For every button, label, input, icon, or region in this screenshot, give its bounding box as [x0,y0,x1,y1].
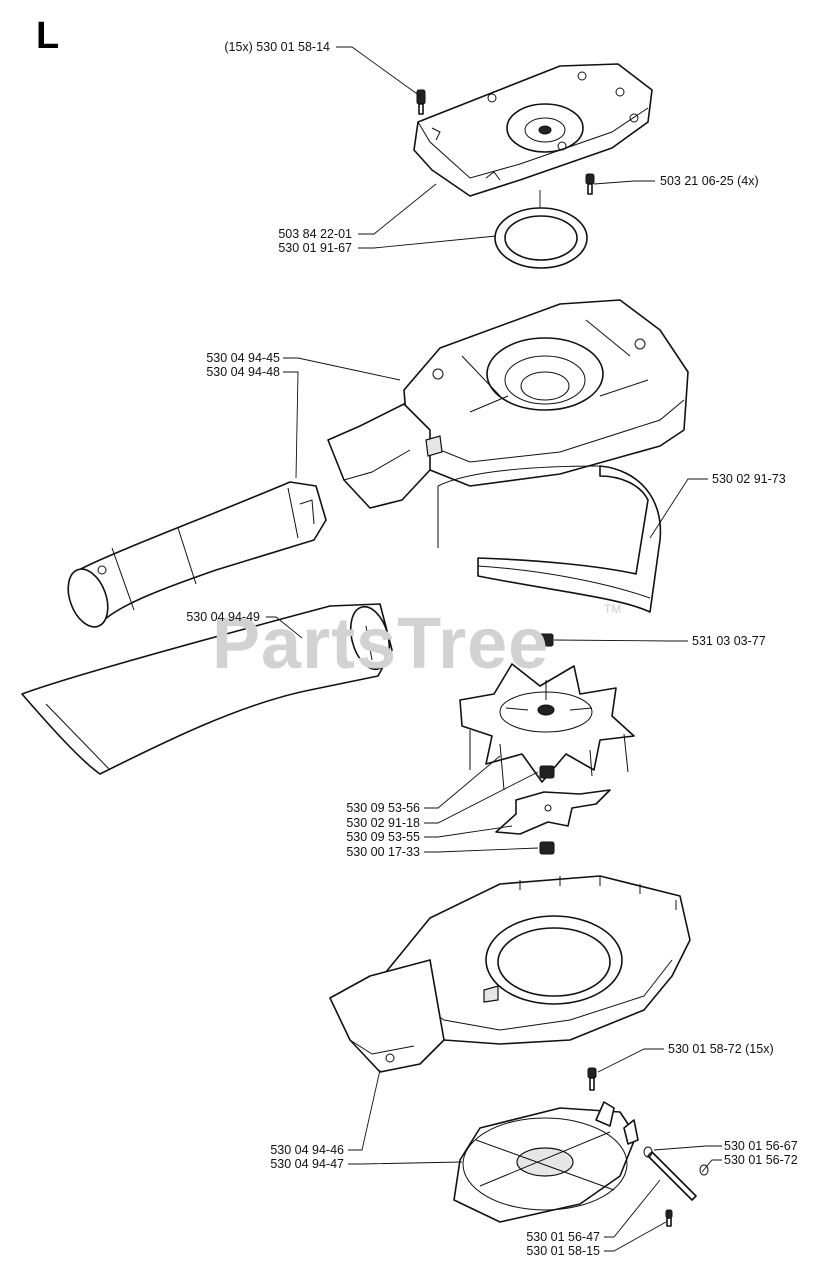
seal-ring [494,207,588,269]
nut-top [538,633,554,647]
label-seal-ring: 530 01 91-67 [278,241,352,255]
pin [643,1146,709,1201]
small-screw [665,1209,673,1227]
label-spacer: 530 09 53-56 [346,801,420,815]
label-tube-b: 530 04 94-48 [206,365,280,379]
label-pin-b: 530 01 56-72 [724,1153,798,1167]
section-letter: L [36,15,60,57]
leader-lines [266,46,722,1252]
spacer [539,765,555,779]
label-tube-a: 530 04 94-45 [206,351,280,365]
cover-plate [413,63,653,197]
screw-lower [587,1067,597,1091]
label-cover: 503 84 22-01 [278,227,352,241]
label-screw-15x-bottom: 530 01 58-72 (15x) [668,1042,774,1056]
label-housing-a: 530 04 94-46 [270,1143,344,1157]
label-housing-b: 530 04 94-47 [270,1157,344,1171]
blade [495,789,611,835]
label-screw-4x: 503 21 06-25 (4x) [660,174,759,188]
label-band: 530 02 91-73 [712,472,786,486]
watermark: PartsTree [212,604,550,684]
label-blade: 530 09 53-55 [346,830,420,844]
screw-top-left [416,89,426,115]
label-nut-bottom: 530 00 17-33 [346,845,420,859]
nut-bottom [539,841,555,855]
nozzle [21,603,393,775]
band [477,465,662,613]
label-fan: 530 02 91-18 [346,816,420,830]
label-screw-small: 530 01 58-15 [526,1244,600,1258]
bottom-cover [453,1101,639,1223]
label-nut-top: 531 03 03-77 [692,634,766,648]
lower-housing [329,875,691,1073]
label-pin-a: 530 01 56-67 [724,1139,798,1153]
label-nozzle: 530 04 94-49 [186,610,260,624]
upper-housing [327,299,689,548]
extension-tube [67,481,327,628]
label-screw-15x-top: (15x) 530 01 58-14 [224,40,330,54]
label-pin-c: 530 01 56-47 [526,1230,600,1244]
fan-impeller [459,663,635,791]
trademark-mark: TM [604,602,622,616]
screw-4x [585,173,595,195]
